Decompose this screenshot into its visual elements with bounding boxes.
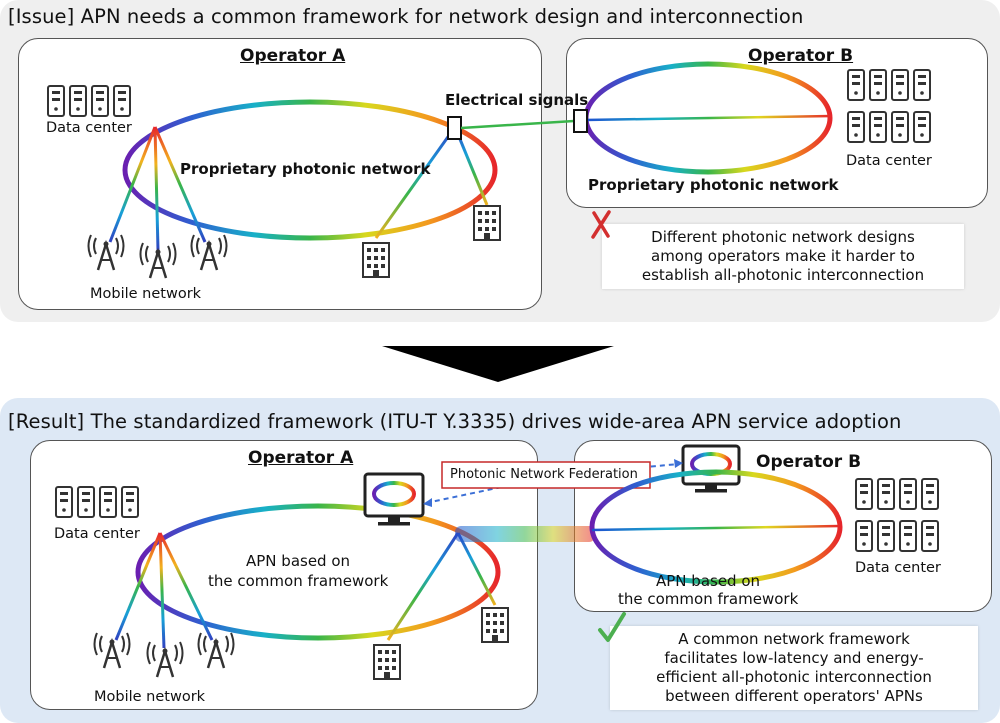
result-operator-b-network-line-2: the common framework xyxy=(618,590,799,608)
electrical-signals-label: Electrical signals xyxy=(445,91,589,109)
issue-a-antenna-icon-2 xyxy=(139,241,177,280)
result-heading: [Result] The standardized framework (ITU… xyxy=(8,410,902,433)
result-operator-b-datacenter-label: Data center xyxy=(855,560,941,576)
issue-operator-a-title: Operator A xyxy=(240,46,346,66)
result-b-controller-monitor-icon xyxy=(681,444,741,493)
problem-line-3: establish all-photonic interconnection xyxy=(641,266,925,284)
issue-a-datacenter-icon xyxy=(47,85,131,117)
result-operator-a-network-line-2: the common framework xyxy=(208,572,389,590)
federation-label: Photonic Network Federation xyxy=(450,467,638,482)
issue-problem-note: Different photonic network designs among… xyxy=(602,224,964,289)
electrical-link xyxy=(460,119,575,130)
issue-heading: [Issue] APN needs a common framework for… xyxy=(8,5,804,28)
result-operator-a-mobile-label: Mobile network xyxy=(94,689,206,705)
issue-operator-a-box xyxy=(18,38,542,310)
result-benefit-note: A common network framework facilitates l… xyxy=(610,626,978,710)
cross-mark-icon xyxy=(591,210,611,239)
issue-b-ring xyxy=(583,61,833,175)
issue-operator-a-mobile-label: Mobile network xyxy=(90,286,202,302)
result-a-building-icon-1 xyxy=(373,644,401,680)
federation-arrowhead-right-icon xyxy=(674,459,683,468)
issue-b-datacenter-icon xyxy=(847,69,931,143)
benefit-line-4: between different operators' APNs xyxy=(665,687,923,705)
result-a-building-icon-2 xyxy=(481,607,509,643)
federation-box xyxy=(441,461,651,489)
issue-operator-a-datacenter-label: Data center xyxy=(46,120,132,136)
problem-line-1: Different photonic network designs xyxy=(651,228,915,246)
issue-operator-a-network-label: Proprietary photonic network xyxy=(180,160,431,178)
result-a-ring xyxy=(135,503,501,641)
problem-line-2: among operators make it harder to xyxy=(651,247,915,265)
result-a-controller-monitor-icon xyxy=(363,472,425,526)
issue-a-antenna-icon-3 xyxy=(190,233,228,272)
result-a-lightpaths xyxy=(114,531,497,649)
benefit-line-1: A common network framework xyxy=(678,630,910,648)
benefit-line-2: facilitates low-latency and energy- xyxy=(664,649,924,667)
result-operator-b-network-line-1: APN based on xyxy=(656,572,761,590)
result-operator-b-title: Operator B xyxy=(756,452,862,472)
issue-a-transponder-icon xyxy=(447,116,462,140)
issue-b-transponder-icon xyxy=(573,109,588,133)
result-b-ring xyxy=(589,469,843,585)
result-a-antenna-icon-3 xyxy=(197,631,235,670)
issue-a-antenna-icon-1 xyxy=(87,233,125,272)
result-a-antenna-icon-2 xyxy=(146,640,184,679)
issue-operator-b-network-label: Proprietary photonic network xyxy=(588,176,839,194)
result-a-antenna-icon-1 xyxy=(93,631,131,670)
result-a-datacenter-icon xyxy=(55,486,139,518)
result-operator-a-network-line-1: APN based on xyxy=(246,552,351,570)
result-operator-a-title: Operator A xyxy=(248,448,354,468)
result-operator-a-datacenter-label: Data center xyxy=(54,526,140,542)
federation-arrowhead-left-icon xyxy=(423,498,432,507)
issue-a-building-icon-2 xyxy=(473,205,501,241)
benefit-line-3: efficient all-photonic interconnection xyxy=(656,668,932,686)
transition-arrow-icon xyxy=(382,346,614,382)
issue-a-ring xyxy=(122,99,498,241)
issue-a-building-icon-1 xyxy=(362,242,390,278)
check-mark-icon xyxy=(598,612,626,642)
issue-operator-b-datacenter-label: Data center xyxy=(846,153,932,169)
issue-a-lightpaths xyxy=(108,125,489,251)
issue-operator-b-title: Operator B xyxy=(748,46,854,66)
result-b-datacenter-icon xyxy=(855,478,939,552)
